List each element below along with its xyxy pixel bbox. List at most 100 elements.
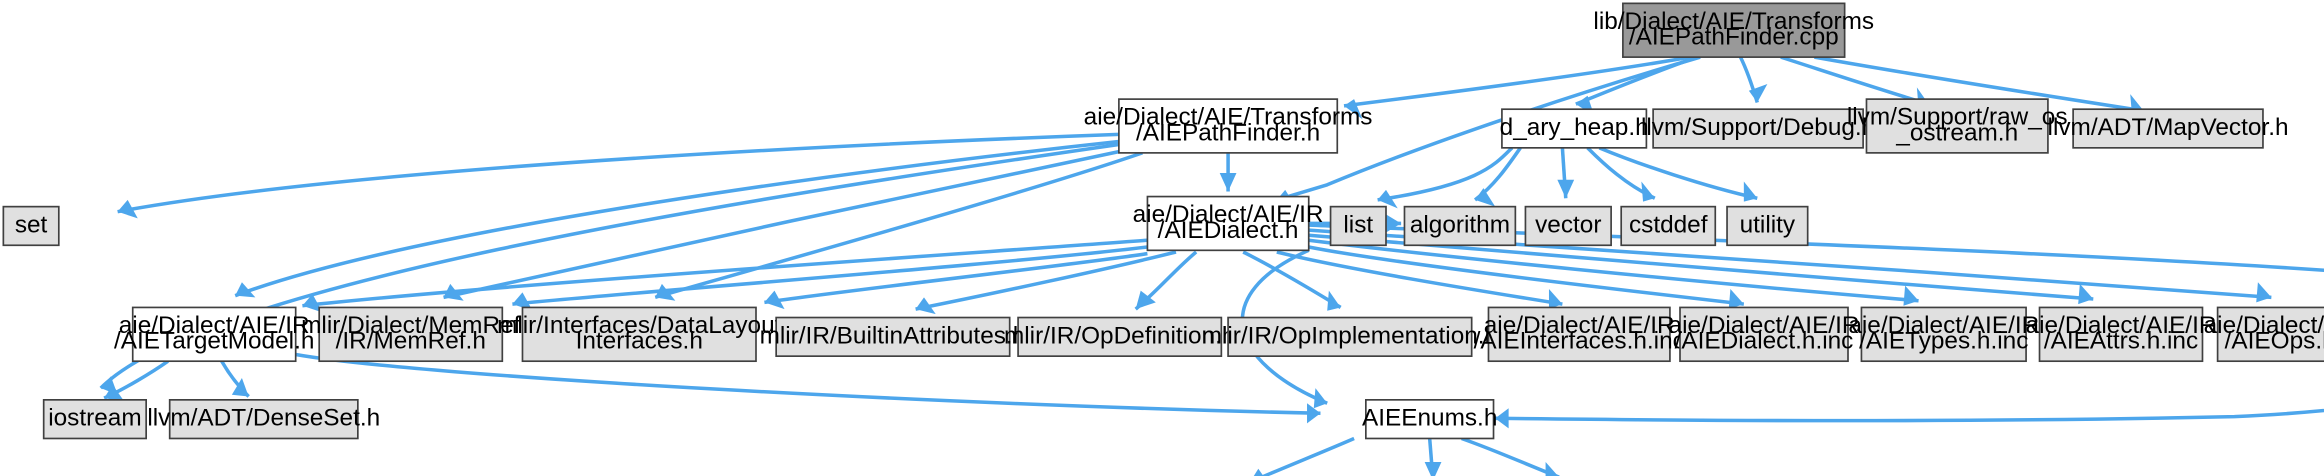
node-label: _ostream.h <box>1895 119 2018 146</box>
graph-node-algorithm[interactable]: algorithm <box>1403 205 1517 247</box>
graph-edge-arrowhead <box>2078 283 2094 305</box>
graph-edge <box>1377 146 1514 202</box>
graph-edge-arrowhead <box>1253 468 1264 476</box>
graph-node-llvm-adt-mapvector-h[interactable]: llvm/ADT/MapVector.h <box>2048 108 2289 149</box>
graph-edge-arrowhead <box>302 294 323 313</box>
node-box[interactable] <box>521 306 757 363</box>
node-box[interactable] <box>318 306 504 363</box>
node-box[interactable] <box>2 205 60 247</box>
graph-node-aie-dialect-aie-ir-aiedialect-h-inc[interactable]: aie/Dialect/AIE/IR/AIEDialect.h.inc <box>1669 306 1860 363</box>
graph-node-vector[interactable]: vector <box>1524 205 1612 247</box>
graph-edge <box>654 151 1143 300</box>
node-label: aie/Dialect/AIE/IR <box>1848 312 2039 339</box>
node-label: set <box>15 211 48 238</box>
graph-node-aie-dialect-aie-ir-aiedialect-h[interactable]: aie/Dialect/AIE/IR/AIEDialect.h <box>1133 195 1324 252</box>
node-box[interactable] <box>1860 306 2027 363</box>
node-label: aie/Dialect/AIE/IR <box>2026 312 2217 339</box>
graph-node-mlir-ir-opimplementation-h[interactable]: mlir/IR/OpImplementation.h <box>1202 316 1498 358</box>
node-layer: lib/Dialect/AIE/Transforms/AIEPathFinder… <box>2 2 2324 440</box>
node-box[interactable] <box>1679 306 1849 363</box>
node-box[interactable] <box>1227 316 1473 358</box>
graph-edge <box>1461 436 1560 476</box>
node-box[interactable] <box>1501 108 1648 149</box>
graph-node-aie-dialect-aie-ir-aieops-h-inc[interactable]: aie/Dialect/AIE/IR/AIEOps.h.inc <box>2204 306 2324 363</box>
node-box[interactable] <box>1652 108 1864 149</box>
graph-edge <box>295 352 1321 416</box>
graph-node-utility[interactable]: utility <box>1726 205 1809 247</box>
graph-edge-arrowhead <box>117 199 138 219</box>
graph-edge <box>1276 250 1563 306</box>
graph-edge-arrowhead <box>231 378 249 397</box>
node-label: Interfaces.h <box>576 328 703 355</box>
graph-node-d-ary-heap-h[interactable]: d_ary_heap.h <box>1500 108 1649 149</box>
graph-node-list[interactable]: list <box>1329 205 1387 247</box>
graph-edge <box>302 238 1148 308</box>
graph-edge <box>764 251 1148 305</box>
node-box[interactable] <box>1487 306 1671 363</box>
graph-edge-arrowhead <box>1344 99 1363 120</box>
node-box[interactable] <box>131 306 297 363</box>
node-label: d_ary_heap.h <box>1500 114 1649 141</box>
node-box[interactable] <box>1365 399 1495 440</box>
graph-node-iostream[interactable]: iostream <box>42 399 148 440</box>
graph-edge <box>1814 55 2144 113</box>
graph-edge-arrowhead <box>1641 181 1655 202</box>
node-box[interactable] <box>1865 98 2049 154</box>
graph-node-mlir-ir-builtinattributes-h[interactable]: mlir/IR/BuiltinAttributes.h <box>760 316 1027 358</box>
node-box[interactable] <box>2038 306 2204 363</box>
node-box[interactable] <box>2216 306 2324 363</box>
node-box[interactable] <box>2072 108 2264 149</box>
graph-edge <box>1308 238 1919 303</box>
node-label: aie/Dialect/AIE/IR <box>1133 201 1324 228</box>
node-box[interactable] <box>1622 2 1846 58</box>
graph-edge-arrowhead <box>1728 288 1744 310</box>
graph-node-aie-dialect-aie-ir-aieattrs-h-inc[interactable]: aie/Dialect/AIE/IR/AIEAttrs.h.inc <box>2026 306 2217 363</box>
node-box[interactable] <box>168 399 359 440</box>
graph-node-cstddef[interactable]: cstddef <box>1620 205 1717 247</box>
graph-edge-arrowhead <box>1307 403 1321 424</box>
node-box[interactable] <box>1146 195 1310 252</box>
graph-node-aieenums-h[interactable]: AIEEnums.h <box>1362 399 1497 440</box>
graph-node-llvm-support-debug-h[interactable]: llvm/Support/Debug.h <box>1641 108 1875 149</box>
node-box[interactable] <box>42 399 148 440</box>
node-label: aie/Dialect/AIE/IR <box>2204 312 2324 339</box>
graph-edge-arrowhead <box>1557 179 1575 199</box>
node-label: /AIEPathFinder.cpp <box>1629 24 1839 51</box>
node-box[interactable] <box>1017 316 1223 358</box>
node-label: aie/Dialect/AIE/IR <box>1484 312 1675 339</box>
graph-edge-arrowhead <box>1743 181 1758 202</box>
node-label: cstddef <box>1629 211 1708 238</box>
graph-edge-arrowhead <box>764 290 785 310</box>
graph-node-mlir-ir-opdefinition-h[interactable]: mlir/IR/OpDefinition.h <box>1004 316 1235 358</box>
graph-edge-arrowhead <box>1327 290 1341 311</box>
graph-edge-arrowhead <box>915 297 936 315</box>
graph-node-aie-dialect-aie-ir-aietypes-h-inc[interactable]: aie/Dialect/AIE/IR/AIETypes.h.inc <box>1848 306 2039 363</box>
node-box[interactable] <box>1726 205 1809 247</box>
node-box[interactable] <box>1524 205 1612 247</box>
node-box[interactable] <box>1403 205 1517 247</box>
graph-edge-arrowhead <box>1424 462 1442 476</box>
graph-node-llvm-adt-denseset-h[interactable]: llvm/ADT/DenseSet.h <box>147 399 380 440</box>
node-box[interactable] <box>775 316 1011 358</box>
node-box[interactable] <box>1329 205 1387 247</box>
node-box[interactable] <box>1620 205 1717 247</box>
node-label: /AIEDialect.h <box>1158 217 1299 244</box>
node-label: /AIEOps.h.inc <box>2225 328 2324 355</box>
graph-node-llvm-support-raw-os-ostream-h[interactable]: llvm/Support/raw_os_ostream.h <box>1847 98 2068 154</box>
graph-edge-arrowhead <box>2256 282 2272 303</box>
graph-node-set[interactable]: set <box>2 205 60 247</box>
graph-node-aie-dialect-aie-ir-aietargetmodel-h[interactable]: aie/Dialect/AIE/IR/AIETargetModel.h <box>114 306 314 363</box>
graph-node-aie-dialect-aie-ir-aieinterfaces-h-inc[interactable]: aie/Dialect/AIE/IR/AIEInterfaces.h.inc <box>1474 306 1685 363</box>
graph-node-aie-dialect-aie-transforms-aiepathfinder-h[interactable]: aie/Dialect/AIE/Transforms/AIEPathFinder… <box>1084 98 1373 154</box>
graph-edge <box>1259 436 1355 476</box>
node-label: mlir/IR/OpImplementation.h <box>1202 322 1498 349</box>
node-label: AIEEnums.h <box>1362 405 1497 432</box>
graph-edge-arrowhead <box>1495 408 1509 429</box>
graph-node-lib-dialect-aie-transforms-aiepathfinder-cpp[interactable]: lib/Dialect/AIE/Transforms/AIEPathFinder… <box>1593 2 1874 58</box>
node-label: aie/Dialect/AIE/IR <box>119 312 310 339</box>
node-label: mlir/IR/BuiltinAttributes.h <box>760 322 1027 349</box>
graph-node-mlir-dialect-memref-ir-memref-h[interactable]: mlir/Dialect/MemRef/IR/MemRef.h <box>301 306 521 363</box>
node-box[interactable] <box>1118 98 1339 154</box>
